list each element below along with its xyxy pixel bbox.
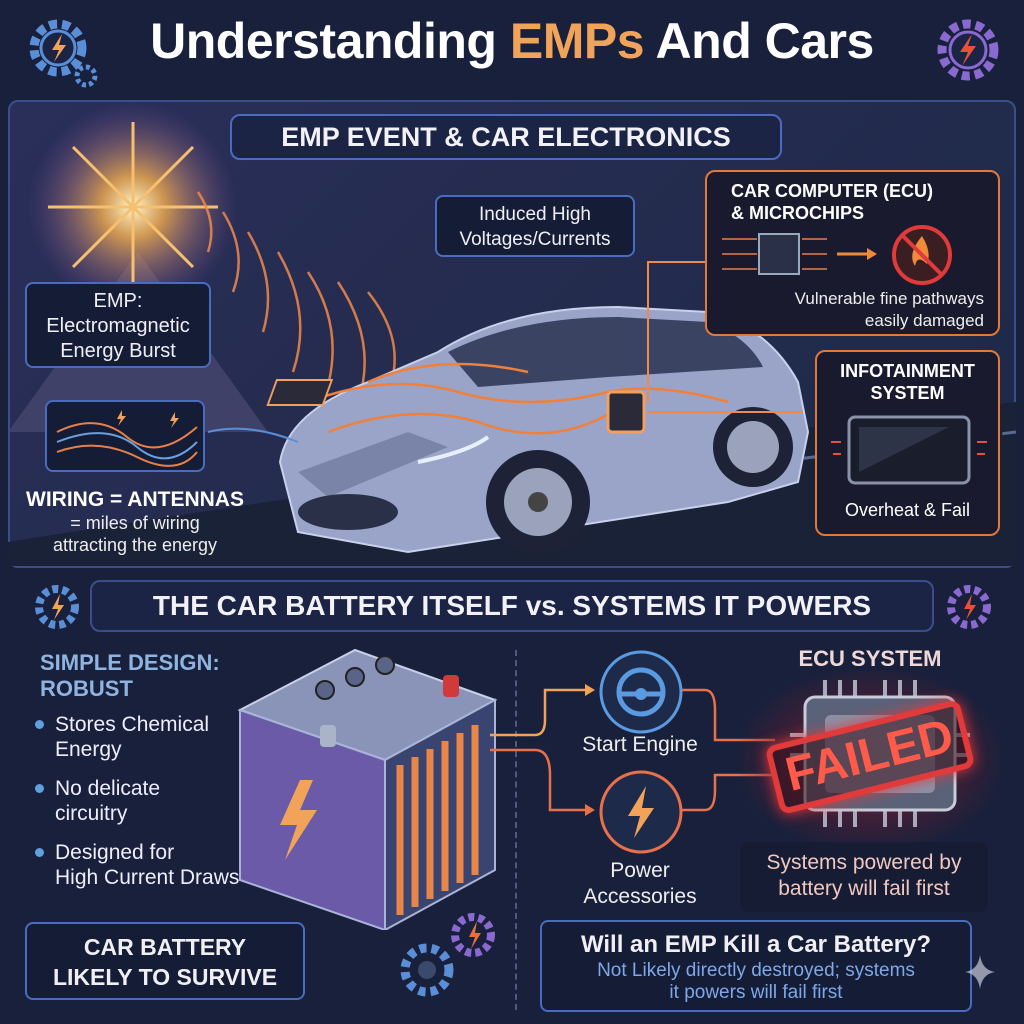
wiring-title: WIRING = ANTENNAS: [26, 488, 244, 511]
ecu-desc2: easily damaged: [864, 311, 984, 330]
systems-line1: Systems powered by: [766, 851, 962, 874]
gear-lightning-icon: [35, 585, 79, 629]
gear-lightning-icon: [947, 585, 991, 629]
design-line1: SIMPLE DESIGN:: [40, 650, 220, 675]
wiring-icon: [56, 410, 198, 467]
power-flow-arrows: [490, 684, 775, 816]
ecu-title2: & MICROCHIPS: [731, 203, 865, 223]
question: Will an EMP Kill a Car Battery?: [580, 931, 932, 958]
infotainment-title2: SYSTEM: [870, 383, 945, 403]
section1-header: EMP EVENT & CAR ELECTRONICS: [230, 114, 782, 160]
negative-terminal: [320, 725, 336, 747]
power-line1: Power: [610, 859, 670, 882]
sparkle-icon: [965, 955, 995, 989]
systems-line2: battery will fail first: [778, 877, 950, 900]
emp-line2: Electromagnetic: [46, 315, 190, 337]
infotainment-desc: Overheat & Fail: [844, 500, 971, 520]
emp-car-illustration: [8, 102, 1016, 566]
divider: [515, 650, 517, 1010]
emp-line1: EMP:: [93, 290, 143, 312]
ecu-desc1: Vulnerable fine pathways: [794, 289, 984, 308]
section2-header: THE CAR BATTERY ITSELF vs. SYSTEMS IT PO…: [90, 580, 934, 632]
chip: [266, 379, 334, 406]
design-label: SIMPLE DESIGN:ROBUST: [40, 650, 220, 702]
positive-terminal: [443, 675, 459, 697]
induced-line1: Induced High: [479, 204, 591, 225]
screen-icon: [831, 415, 987, 485]
battery-illustration: [237, 648, 498, 930]
gears-icon: [400, 913, 495, 997]
wiring-illustration: [45, 400, 205, 472]
lightning-circle-icon: [599, 770, 683, 854]
steering-wheel-icon: [599, 650, 683, 734]
microchip-damaged-icon: [722, 225, 952, 285]
answer-line2: it powers will fail first: [669, 982, 843, 1003]
systems-fail-note: Systems powered by battery will fail firs…: [740, 842, 988, 912]
answer-line1: Not Likely directly destroyed; systems: [597, 960, 915, 981]
ecu-title1: CAR COMPUTER (ECU): [731, 181, 933, 201]
gear-lightning-icon: [29, 19, 98, 88]
emp-line3: Energy Burst: [60, 340, 176, 362]
induced-currents: [307, 362, 729, 435]
survive-line1: CAR BATTERY: [83, 934, 247, 960]
start-engine-label: Start Engine: [582, 733, 698, 756]
lightning-icon: [280, 780, 317, 860]
ecu-chip: [606, 390, 646, 434]
design-line2: ROBUST: [40, 676, 133, 701]
survive-callout: CAR BATTERY LIKELY TO SURVIVE: [25, 922, 305, 1000]
ecu-system-label: ECU SYSTEM: [798, 646, 942, 671]
survive-line2: LIKELY TO SURVIVE: [52, 964, 278, 990]
ecu-callout: CAR COMPUTER (ECU)& MICROCHIPS Vulnerabl…: [705, 170, 1000, 336]
wiring-line1: = miles of wiring: [70, 513, 200, 533]
gear-lightning-icon: [937, 19, 999, 81]
wiring-line2: attracting the energy: [52, 535, 218, 555]
infotainment-title1: INFOTAINMENT: [840, 361, 975, 381]
question-box: Will an EMP Kill a Car Battery? Not Like…: [540, 920, 972, 1012]
page-title: Understanding EMPs And Cars: [150, 13, 874, 69]
induced-line2: Voltages/Currents: [459, 229, 611, 250]
power-line2: Accessories: [583, 885, 697, 908]
